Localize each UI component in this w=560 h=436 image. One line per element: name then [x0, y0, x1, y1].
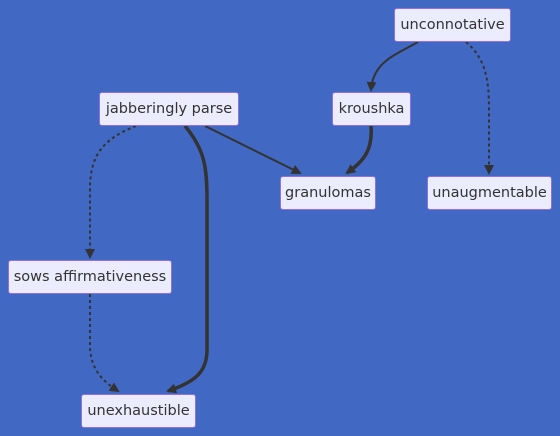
edge-jabberingly-parse-to-unexhaustible — [166, 124, 209, 394]
node-label: unaugmentable — [432, 185, 547, 201]
edge-kroushka-to-granulomas — [345, 125, 373, 175]
node-label: unconnotative — [400, 17, 505, 33]
node-sows-affirmativeness[interactable]: sows affirmativeness — [8, 260, 172, 294]
edge-jabberingly-parse-to-sows-affirmativeness — [85, 125, 137, 259]
node-label: kroushka — [338, 101, 405, 117]
node-granulomas[interactable]: granulomas — [280, 176, 376, 210]
node-unexhaustible[interactable]: unexhaustible — [81, 394, 196, 428]
node-unconnotative[interactable]: unconnotative — [394, 8, 511, 42]
node-label: unexhaustible — [87, 403, 190, 419]
node-unaugmentable[interactable]: unaugmentable — [427, 176, 552, 210]
node-kroushka[interactable]: kroushka — [332, 92, 411, 126]
edge-layer — [85, 41, 494, 394]
edge-jabberingly-parse-to-granulomas — [204, 125, 302, 174]
node-label: granulomas — [285, 185, 371, 201]
node-label: jabberingly parse — [105, 101, 233, 117]
edge-unconnotative-to-kroushka — [366, 41, 419, 92]
node-jabberingly-parse[interactable]: jabberingly parse — [99, 92, 239, 126]
edge-sows-affirmativeness-to-unexhaustible — [89, 294, 120, 393]
node-label: sows affirmativeness — [13, 269, 167, 285]
edge-unconnotative-to-unaugmentable — [465, 41, 494, 175]
